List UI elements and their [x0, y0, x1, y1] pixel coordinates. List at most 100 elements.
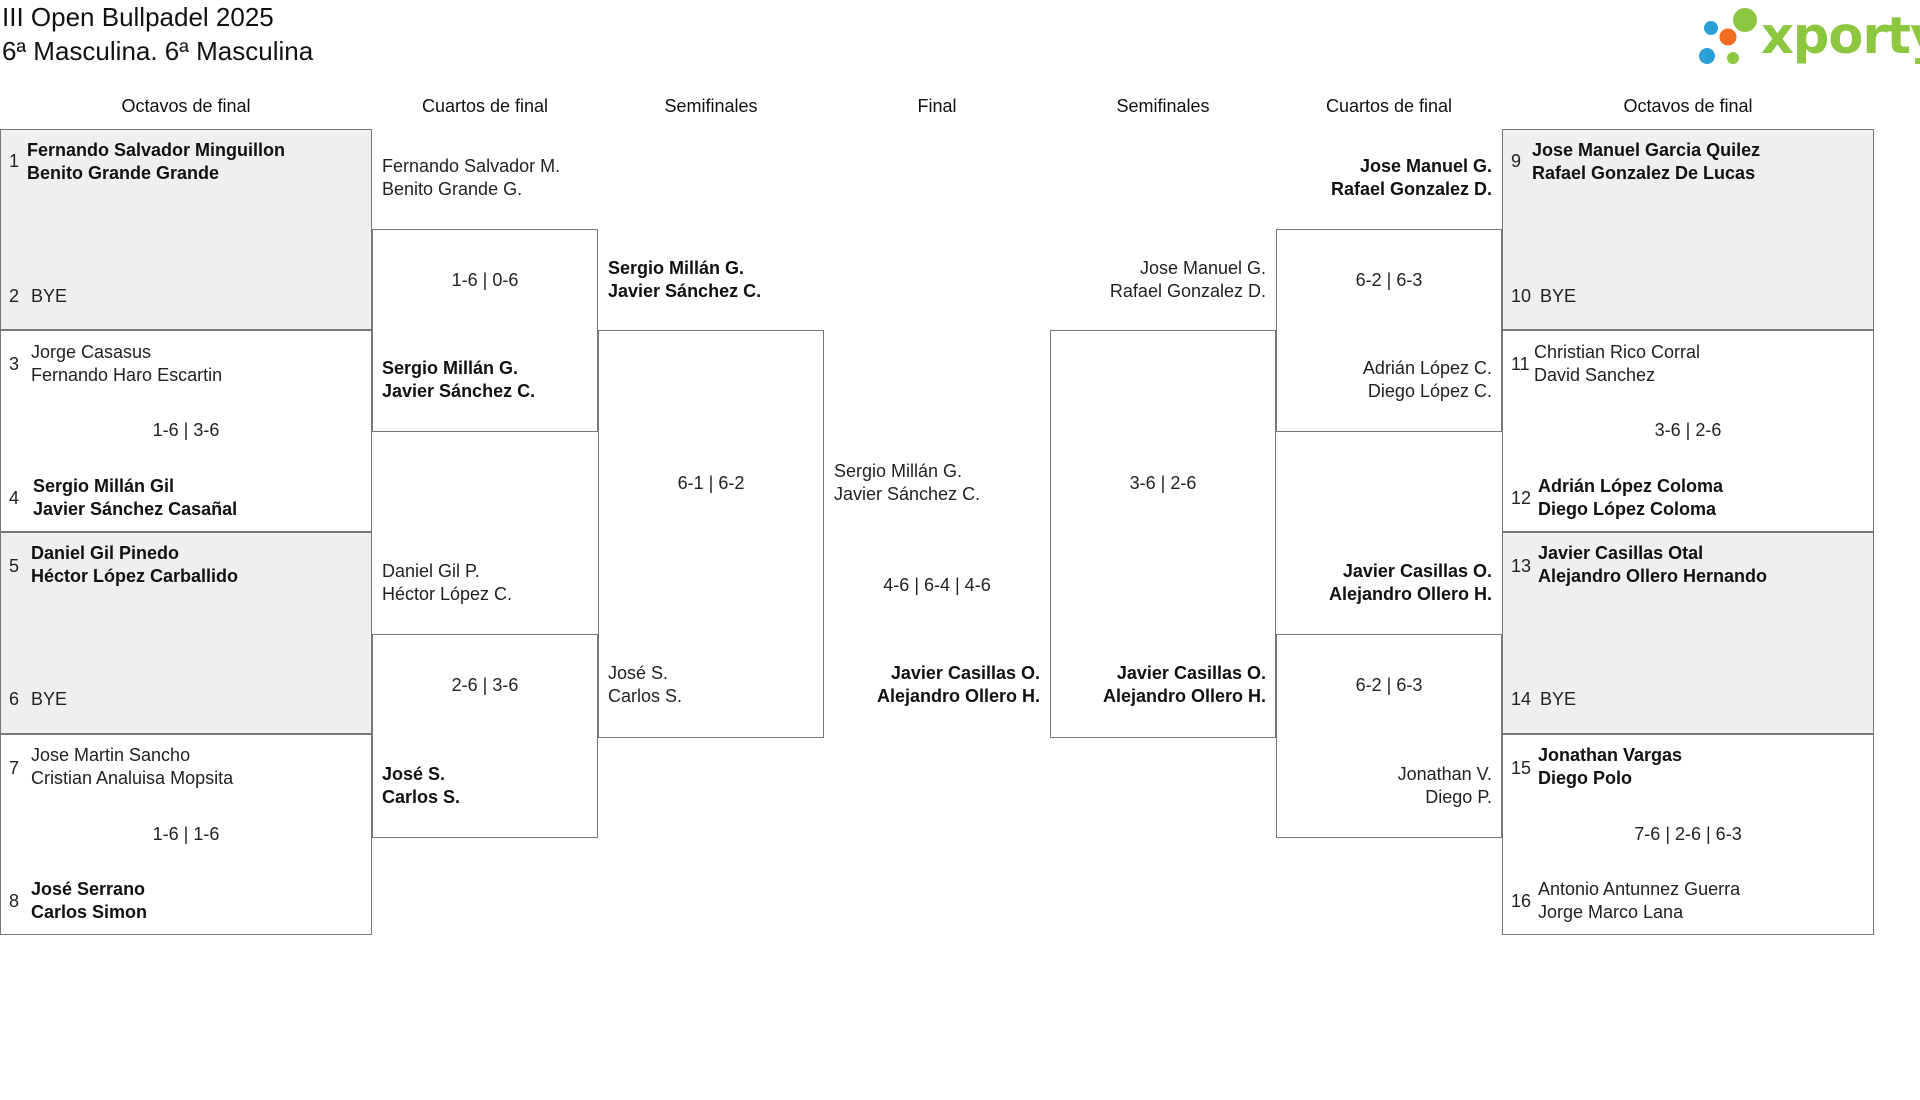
player-name: Fernando Salvador Minguillon: [27, 140, 286, 160]
match-score: 1-6 | 0-6: [451, 270, 519, 290]
match-r16-left-4[interactable]: [0, 734, 372, 935]
seed-number: 10: [1511, 286, 1532, 306]
player-name: Carlos S.: [382, 787, 461, 807]
bye-label: BYE: [31, 286, 68, 306]
xporty-logo-text: xporty: [1761, 7, 1920, 66]
match-r16-right-4[interactable]: [1502, 734, 1874, 935]
seed-number: 9: [1511, 151, 1522, 171]
seed-number: 16: [1511, 891, 1532, 911]
seed-number: 8: [9, 891, 20, 911]
player-name: Fernando Haro Escartin: [31, 365, 223, 385]
player-name: Diego López C.: [1367, 381, 1492, 401]
player-name: Sergio Millán G.: [608, 258, 745, 278]
player-name: Alejandro Ollero H.: [876, 686, 1040, 706]
player-name: Carlos Simon: [31, 902, 148, 922]
seed-number: 14: [1511, 689, 1532, 709]
player-name: Héctor López C.: [382, 584, 513, 604]
player-name: Javier Sánchez C.: [382, 381, 536, 401]
match-r16-left-1[interactable]: [0, 129, 372, 330]
match-r16-right-2[interactable]: [1502, 330, 1874, 532]
match-score: 1-6 | 3-6: [152, 420, 220, 440]
category-subtitle: 6ª Masculina. 6ª Masculina: [2, 36, 314, 66]
seed-number: 13: [1511, 556, 1532, 576]
player-name: Jose Manuel G.: [1139, 258, 1266, 278]
seed-number: 15: [1511, 758, 1532, 778]
player-name: Jose Manuel G.: [1359, 156, 1492, 176]
seed-number: 4: [9, 488, 20, 508]
player-name: Alejandro Ollero Hernando: [1538, 566, 1768, 586]
player-name: Cristian Analuisa Mopsita: [31, 768, 234, 788]
bye-label: BYE: [1540, 286, 1577, 306]
seed-number: 3: [9, 354, 20, 374]
col-header-left-sf: Semifinales: [664, 96, 758, 116]
seed-number: 12: [1511, 488, 1532, 508]
player-name: Benito Grande Grande: [27, 163, 220, 183]
seed-number: 1: [9, 151, 20, 171]
player-name: Rafael Gonzalez D.: [1330, 179, 1492, 199]
player-name: Adrián López Coloma: [1538, 476, 1724, 496]
match-qf-left-1[interactable]: [372, 229, 598, 432]
player-name: Sergio Millán G.: [834, 461, 963, 481]
player-name: Alejandro Ollero H.: [1102, 686, 1266, 706]
match-score: 2-6 | 3-6: [451, 675, 519, 695]
match-score: 6-2 | 6-3: [1355, 270, 1423, 290]
match-score: 7-6 | 2-6 | 6-3: [1634, 824, 1742, 844]
match-score: 3-6 | 2-6: [1129, 473, 1197, 493]
player-name: Sergio Millán G.: [382, 358, 519, 378]
final-score: 4-6 | 6-4 | 4-6: [883, 575, 991, 595]
player-name: Javier Sánchez Casañal: [33, 499, 238, 519]
player-name: Benito Grande G.: [382, 179, 523, 199]
col-header-right-sf: Semifinales: [1116, 96, 1210, 116]
player-name: Diego P.: [1425, 787, 1492, 807]
player-name: José S.: [608, 663, 669, 683]
player-name: Jose Martin Sancho: [31, 745, 191, 765]
match-r16-left-3[interactable]: [0, 532, 372, 734]
player-name: Jose Manuel Garcia Quilez: [1532, 140, 1761, 160]
seed-number: 6: [9, 689, 20, 709]
match-qf-left-2[interactable]: [372, 634, 598, 838]
xporty-logo[interactable]: xporty: [1695, 4, 1920, 68]
match-qf-right-2[interactable]: [1276, 634, 1502, 838]
match-sf-left[interactable]: [598, 330, 824, 738]
match-r16-right-3[interactable]: [1502, 532, 1874, 734]
bye-label: BYE: [31, 689, 68, 709]
player-name: Javier Sánchez C.: [608, 281, 762, 301]
player-name: Antonio Antunnez Guerra: [1538, 879, 1741, 899]
player-name: Diego Polo: [1538, 768, 1632, 788]
player-name: José S.: [382, 764, 446, 784]
player-name: Sergio Millán Gil: [33, 476, 175, 496]
player-name: Alejandro Ollero H.: [1328, 584, 1492, 604]
match-score: 1-6 | 1-6: [152, 824, 220, 844]
player-name: Daniel Gil Pinedo: [31, 543, 180, 563]
player-name: Diego López Coloma: [1538, 499, 1717, 519]
player-name: Javier Casillas O.: [1116, 663, 1266, 683]
player-name: Jorge Casasus: [31, 342, 152, 362]
col-header-right-qf: Cuartos de final: [1325, 96, 1453, 116]
match-score: 3-6 | 2-6: [1654, 420, 1722, 440]
match-r16-left-2[interactable]: [0, 330, 372, 532]
bye-label: BYE: [1540, 689, 1577, 709]
match-score: 6-2 | 6-3: [1355, 675, 1423, 695]
match-r16-right-1[interactable]: [1502, 129, 1874, 330]
seed-number: 2: [9, 286, 20, 306]
match-qf-right-1[interactable]: [1276, 229, 1502, 432]
seed-number: 5: [9, 556, 20, 576]
player-name: Fernando Salvador M.: [382, 156, 561, 176]
player-name: Javier Casillas O.: [890, 663, 1040, 683]
player-name: David Sanchez: [1534, 365, 1656, 385]
player-name: Javier Casillas Otal: [1538, 543, 1704, 563]
col-header-final: Final: [917, 96, 957, 116]
col-header-left-qf: Cuartos de final: [421, 96, 549, 116]
seed-number: 11: [1511, 354, 1530, 374]
player-name: Adrián López C.: [1362, 358, 1492, 378]
player-name: Rafael Gonzalez De Lucas: [1532, 163, 1756, 183]
player-name: Christian Rico Corral: [1534, 342, 1701, 362]
xporty-logo-icon: [1699, 8, 1757, 64]
player-name: Daniel Gil P.: [382, 561, 480, 581]
match-sf-right[interactable]: [1050, 330, 1276, 738]
player-name: Rafael Gonzalez D.: [1109, 281, 1266, 301]
player-name: Jonathan Vargas: [1538, 745, 1683, 765]
player-name: Jonathan V.: [1397, 764, 1492, 784]
col-header-right-r16: Octavos de final: [1623, 96, 1753, 116]
tournament-title: III Open Bullpadel 2025: [2, 2, 274, 32]
